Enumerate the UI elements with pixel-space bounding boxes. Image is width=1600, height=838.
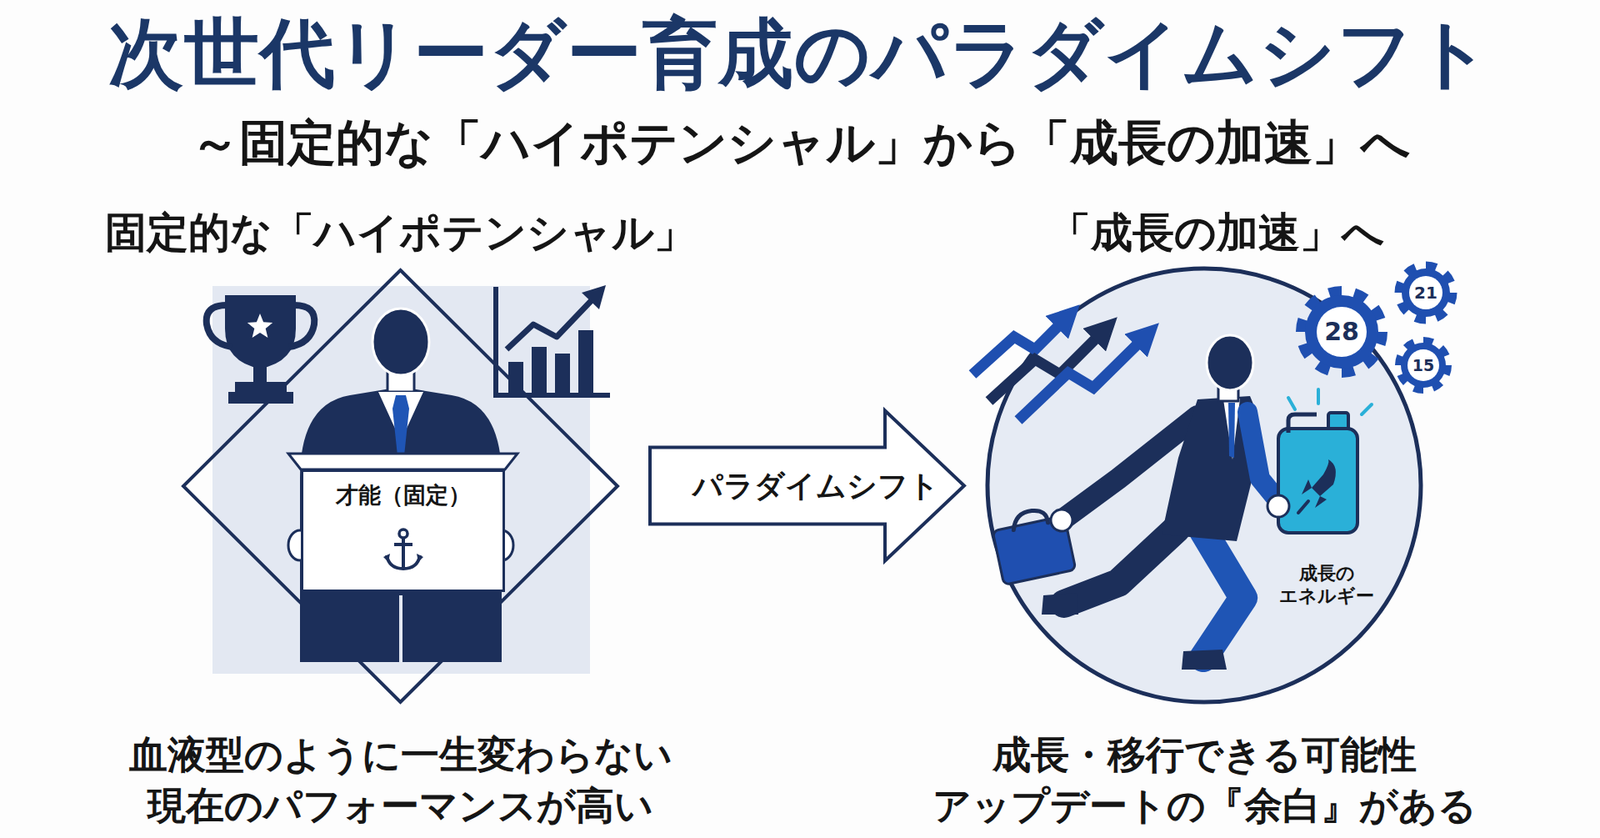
fuel-canister-part: [1361, 404, 1372, 415]
gears: [1302, 265, 1453, 390]
fuel-canister-part: [1278, 428, 1358, 533]
running-person-part: [1223, 398, 1240, 460]
trophy-icon-part: [225, 295, 296, 369]
bar-chart-icon-part: [506, 298, 594, 350]
bar-chart-icon-part: [578, 330, 594, 394]
trophy-icon-part: [247, 313, 273, 338]
running-person-part: [1050, 509, 1073, 531]
gears-part: [1399, 340, 1448, 390]
square-ground: [212, 285, 590, 674]
box-label: 才能（固定）: [303, 481, 503, 509]
standing-person: [288, 308, 514, 662]
gears-part: [1401, 268, 1450, 317]
running-person-part: [1041, 592, 1079, 615]
running-person-part: [1064, 528, 1177, 604]
bar-chart-icon-part: [531, 346, 547, 394]
trophy-icon-part: [228, 391, 294, 404]
running-person-part: [1203, 530, 1244, 658]
panel-description: 現在のパフォーマンスが高い: [147, 782, 654, 829]
anchor-icon-part: [394, 542, 413, 546]
panel-description: アップデートの『余白』がある: [932, 782, 1477, 829]
bar-chart-icon-part: [555, 353, 570, 394]
anchor-icon-part: [386, 555, 420, 569]
arrow-label: パラダイムシフト: [690, 467, 941, 504]
growth-arrows-part: [1018, 334, 1148, 420]
block-arrow: [650, 410, 965, 561]
anchor-icon: [382, 526, 425, 574]
gears-part: [1302, 292, 1381, 371]
bar-chart-icon-part: [508, 361, 524, 394]
subtitle: ～固定的な「ハイポテンシャル」から「成長の加速」へ: [190, 114, 1410, 173]
trophy-icon: [206, 295, 315, 404]
fuel-canister-part: [1288, 414, 1317, 433]
gear-number: 21: [1414, 282, 1438, 303]
gears-part: [1407, 349, 1440, 381]
bar-chart-icon: [495, 285, 610, 395]
panel-heading: 固定的な「ハイポテンシャル」: [105, 207, 696, 258]
fuel-canister: [1267, 389, 1372, 533]
gears-part: [1316, 306, 1367, 357]
fuel-canister-part: [1298, 500, 1309, 513]
running-person-part: [1247, 411, 1279, 501]
running-person-part: [1181, 649, 1227, 670]
talent-box: 才能（固定）: [300, 469, 505, 592]
fuel-canister-part: [1267, 495, 1290, 517]
gear-number: 15: [1412, 355, 1435, 375]
anchor-icon-part: [401, 537, 405, 569]
diamond-outline: [183, 270, 618, 702]
anchor-icon-part: [399, 529, 408, 538]
panel-heading: 「成長の加速」へ: [1049, 207, 1385, 258]
trophy-icon-part: [206, 305, 232, 347]
diagram-title: 次世代リーダー育成のパラダイムシフト: [108, 8, 1492, 99]
fuel-canister-part: [1311, 459, 1336, 496]
gear-number: 28: [1324, 316, 1360, 347]
running-person-part: [1010, 507, 1049, 530]
running-person-part: [1206, 335, 1254, 390]
gears-part: [1400, 342, 1446, 388]
box-flap: [288, 453, 518, 470]
fixed-talent-panel: 固定的な「ハイポテンシャル」血液型のように一生変わらない現在のパフォーマンスが高…: [183, 270, 618, 702]
trophy-icon-part: [235, 381, 287, 392]
growth-arrows: [972, 315, 1148, 420]
bar-chart-icon-part: [581, 285, 606, 310]
trophy-icon-part: [289, 305, 315, 347]
panel-description: 血液型のように一生変わらない: [129, 731, 673, 778]
energy-label: 成長の エネルギー: [1276, 561, 1378, 608]
gears-part: [1399, 265, 1453, 320]
panel-description: 成長・移行できる可能性: [992, 731, 1417, 778]
standing-person-part: [399, 595, 403, 662]
running-person-part: [1228, 402, 1235, 458]
anchor-icon-part: [416, 553, 424, 562]
fuel-canister-part: [1316, 389, 1320, 404]
fuel-canister-part: [1288, 397, 1295, 410]
gears-part: [1409, 275, 1443, 310]
anchor-icon-part: [383, 553, 390, 562]
trophy-icon-part: [253, 366, 267, 382]
running-person: [992, 335, 1279, 670]
standing-person-part: [372, 308, 430, 375]
gears-part: [1305, 295, 1379, 369]
